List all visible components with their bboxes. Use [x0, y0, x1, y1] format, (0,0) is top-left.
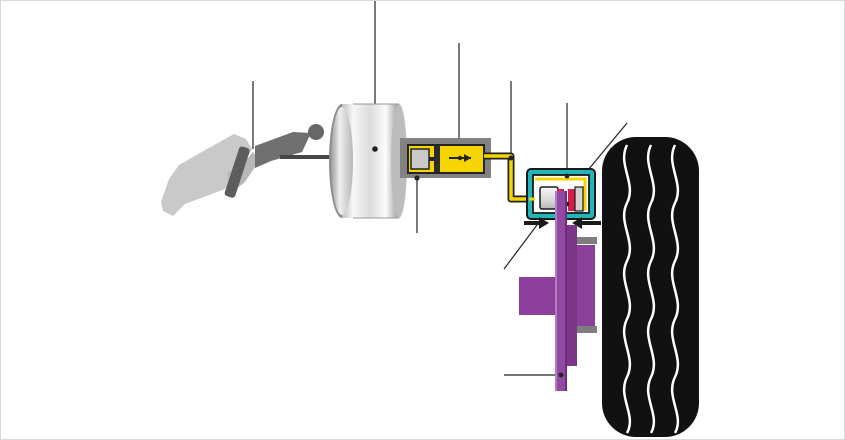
pedal-pivot — [308, 124, 324, 140]
tire — [602, 137, 699, 437]
brake-line — [484, 152, 529, 203]
arrow-right-icon — [464, 154, 471, 162]
clamp-arrows — [524, 217, 601, 229]
brake-booster — [329, 103, 407, 219]
master-cylinder — [400, 138, 491, 181]
outer-brake-pad — [568, 189, 575, 211]
fluid-marker-dot — [414, 175, 420, 181]
brake-rotor — [519, 191, 597, 391]
brake-pedal — [224, 124, 349, 198]
arrow-left-icon — [572, 217, 582, 229]
wheel-stud-bottom — [577, 326, 597, 333]
booster-center-dot — [372, 146, 378, 152]
foot-shape — [161, 134, 252, 216]
arrow-right-icon — [539, 217, 549, 229]
wheel-stud-top — [577, 237, 597, 244]
